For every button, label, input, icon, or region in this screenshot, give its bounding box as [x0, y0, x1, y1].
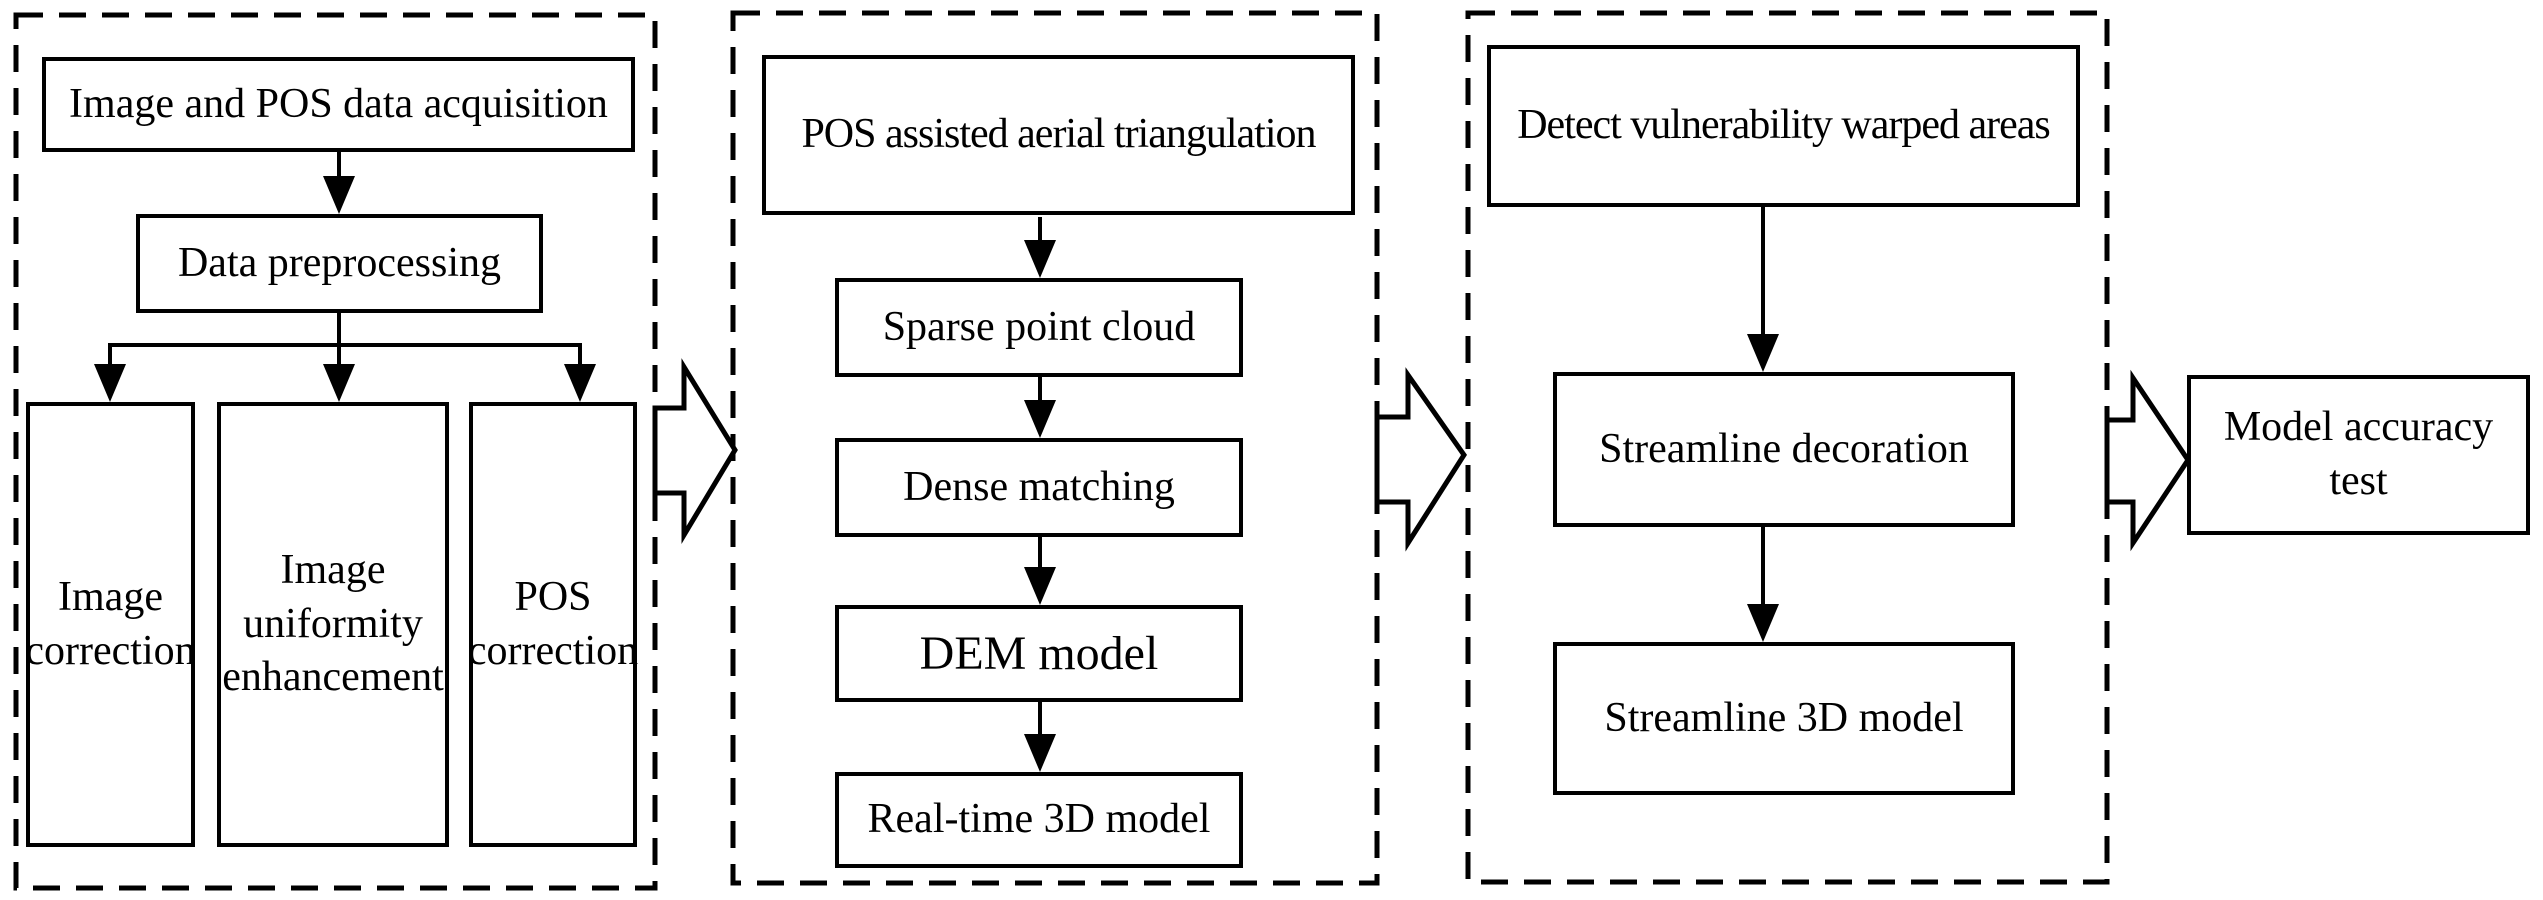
- big-arrow-stage2-to-stage3: [1374, 367, 1468, 552]
- node-dem-model: DEM model: [835, 605, 1243, 702]
- node-pos-correction: POS correction: [468, 402, 638, 847]
- panel-3-dashed-border: [1465, 10, 2110, 885]
- node-sparse-point-cloud: Sparse point cloud: [835, 278, 1243, 377]
- node-streamline-3d-model: Streamline 3D model: [1553, 642, 2015, 795]
- arrow-triangulation-to-sparse: [1024, 217, 1056, 278]
- node-pos-assisted-aerial-triangulation: POS assisted aerial triangulation: [762, 55, 1355, 215]
- node-dense-matching: Dense matching: [835, 438, 1243, 537]
- arrow-decoration-to-3dmodel: [1747, 527, 1779, 642]
- branch-preprocessing-split: [94, 313, 596, 402]
- big-arrow-stage1-to-stage2: [652, 358, 738, 545]
- node-image-correction: Image correction: [25, 402, 196, 847]
- node-realtime-3d-model: Real-time 3D model: [835, 772, 1243, 868]
- arrow-acquisition-to-preprocessing: [323, 152, 355, 214]
- arrow-detect-to-decoration: [1747, 207, 1779, 372]
- node-model-accuracy-test: Model accuracy test: [2187, 375, 2530, 535]
- node-image-uniformity-enhancement: Image uniformity enhancement: [217, 402, 449, 847]
- node-streamline-decoration: Streamline decoration: [1553, 372, 2015, 527]
- node-image-pos-data-acquisition: Image and POS data acquisition: [42, 57, 635, 152]
- arrow-dem-to-realtime: [1024, 702, 1056, 772]
- arrow-dense-to-dem: [1024, 537, 1056, 605]
- node-detect-vulnerability-warped-areas: Detect vulnerability warped areas: [1487, 45, 2080, 207]
- node-data-preprocessing: Data preprocessing: [136, 214, 543, 313]
- arrow-sparse-to-dense: [1024, 377, 1056, 438]
- big-arrow-stage3-to-test: [2104, 369, 2192, 552]
